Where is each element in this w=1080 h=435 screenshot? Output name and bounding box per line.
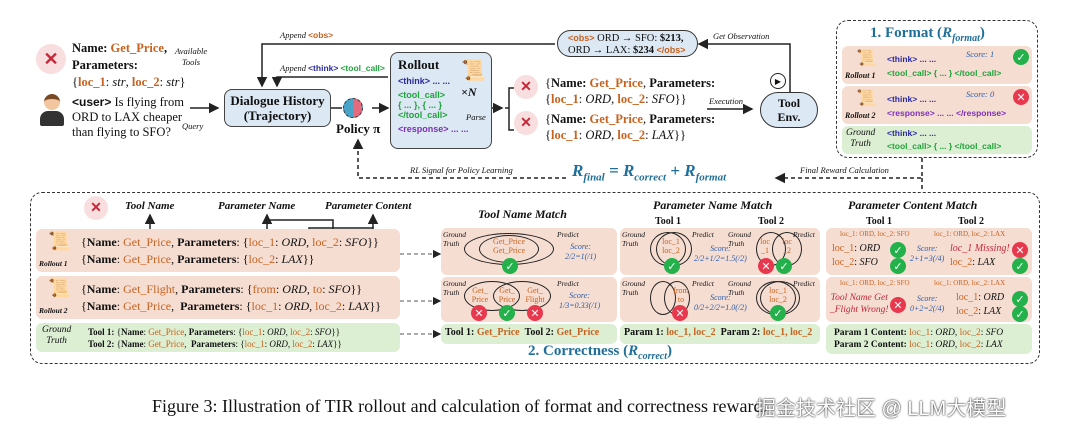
- check-icon: ✓: [776, 258, 792, 274]
- correctness-rollout-2: 📜 Rollout 2 {Name: Get_Flight, Parameter…: [36, 276, 400, 319]
- check-icon: ✓: [1012, 306, 1028, 322]
- dialogue-history-box: Dialogue History (Trajectory): [224, 89, 331, 127]
- watermark: 掘金技术社区 @ LLM大模型: [756, 398, 1007, 420]
- scroll-icon: 📜: [48, 278, 71, 299]
- append-obs-arrow: [256, 43, 555, 88]
- param-name-tool1-header: Tool 1: [655, 216, 682, 227]
- check-icon: ✓: [499, 305, 515, 321]
- parsed-call-1: {Name: Get_Price, Parameters: {loc_1: OR…: [545, 76, 716, 106]
- execution-label: Execution: [709, 96, 743, 106]
- param-name-match-title: Parameter Name Match: [653, 198, 773, 212]
- param-content-annotation: Parameter Content: [325, 200, 412, 212]
- check-icon: ✓: [1013, 49, 1029, 65]
- param-name-match-gt: Param 1: loc_1, loc_2 Param 2: loc_1, lo…: [620, 324, 820, 344]
- check-icon: ✓: [502, 258, 518, 274]
- get-observation-arrow: [697, 38, 791, 92]
- final-reward-label: Final Reward Calculation: [800, 165, 889, 175]
- observation-box: <obs> ORD → SFO: $213, ORD → LAX: $234 <…: [557, 30, 698, 57]
- check-icon: ✓: [1012, 291, 1028, 307]
- correctness-rollout-1: 📜 Rollout 1 {Name: Get_Price, Parameters…: [36, 229, 400, 272]
- figure-caption: Figure 3: Illustration of TIR rollout an…: [152, 396, 767, 416]
- append-think-arrow: [271, 76, 388, 88]
- rl-signal-arrow: [352, 138, 566, 179]
- format-title: 1. Format (Rformat): [870, 25, 985, 44]
- param-content-tool1-header: Tool 1: [866, 216, 893, 227]
- check-icon: ✓: [664, 258, 680, 274]
- times-n-label: ×N: [461, 85, 477, 99]
- tool-env-box: Tool Env.: [760, 92, 818, 128]
- param-content-match-gt: Param 1 Content: loc_1: ORD, loc_2: SFO …: [826, 324, 1032, 354]
- param-content-match-row-1: loc_1: ORD, loc_2: SFO loc_1: ORD, loc_2…: [826, 228, 1032, 275]
- param-content-match-row-2: loc_1: ORD, loc_2: SFO loc_1: ORD, loc_2…: [826, 277, 1032, 322]
- check-icon: ✓: [770, 305, 786, 321]
- user-avatar-icon: [40, 94, 64, 128]
- parse-label: Parse: [466, 112, 486, 122]
- param-content-tool2-header: Tool 2: [958, 216, 985, 227]
- cross-icon: ✕: [672, 305, 688, 321]
- param-name-tool2-header: Tool 2: [758, 216, 785, 227]
- policy-label: Policy π: [336, 121, 381, 136]
- tool-name-match-gt: Tool 1: Get_Price Tool 2: Get_Price: [441, 324, 617, 344]
- cross-icon: ✕: [1013, 89, 1029, 105]
- tool-name-annotation: Tool Name: [125, 200, 175, 212]
- format-row-rollout-1: 📜 Rollout 1 <think> ... ... <tool_call> …: [842, 46, 1032, 84]
- correctness-panel: [30, 192, 1040, 364]
- scroll-icon: 📜: [48, 231, 71, 252]
- get-observation-label: Get Observation: [713, 31, 770, 41]
- policy-brain-icon: [343, 98, 363, 118]
- tool-name-match-title: Tool Name Match: [478, 207, 567, 221]
- cross-icon: ✕: [758, 258, 774, 274]
- cross-icon: ✕: [890, 297, 906, 313]
- query-caption: Query: [182, 121, 204, 131]
- final-reward-formula: Rfinal = Rcorrect + Rformat: [572, 161, 727, 184]
- scroll-icon: 📜: [461, 58, 486, 82]
- rollout-box: Rollout <think> ... ... <tool_call> { ..…: [390, 52, 492, 149]
- tool-icon: ✕: [84, 196, 108, 220]
- check-icon: ✓: [1012, 258, 1028, 274]
- check-icon: ✓: [890, 242, 906, 258]
- cross-icon: ✕: [471, 305, 487, 321]
- user-query: <user> Is flying from ORD to LAX cheaper…: [72, 95, 184, 139]
- format-row-rollout-2: 📜 Rollout 2 <think> ... ... <response> .…: [842, 86, 1032, 124]
- param-name-annotation: Parameter Name: [218, 200, 296, 212]
- cross-icon: ✕: [1012, 242, 1028, 258]
- append-obs-label: Append <obs>: [280, 30, 334, 40]
- parsed-call-2: {Name: Get_Price, Parameters: {loc_1: OR…: [545, 112, 716, 142]
- scroll-icon: 📜: [856, 88, 876, 107]
- calls-bracket: [508, 87, 514, 131]
- tool-call-2-icon: ✕: [514, 111, 538, 135]
- rl-signal-label: RL Signal for Policy Learning: [410, 165, 513, 175]
- cross-icon: ✕: [527, 305, 543, 321]
- param-content-match-title: Parameter Content Match: [848, 198, 978, 212]
- tool-call-1-icon: ✕: [514, 75, 538, 99]
- append-think-label: Append <think> <tool_call>: [280, 63, 385, 73]
- correctness-title: 2. Correctness (Rcorrect): [528, 343, 673, 362]
- scroll-icon: 📜: [856, 48, 876, 67]
- format-panel: [836, 20, 1038, 158]
- available-tools-spec: Name: Get_Price, Parameters: {loc_1: str…: [72, 41, 186, 89]
- tool-icon: ✕: [36, 44, 66, 74]
- play-icon: ▶: [770, 73, 786, 89]
- check-icon: ✓: [890, 258, 906, 274]
